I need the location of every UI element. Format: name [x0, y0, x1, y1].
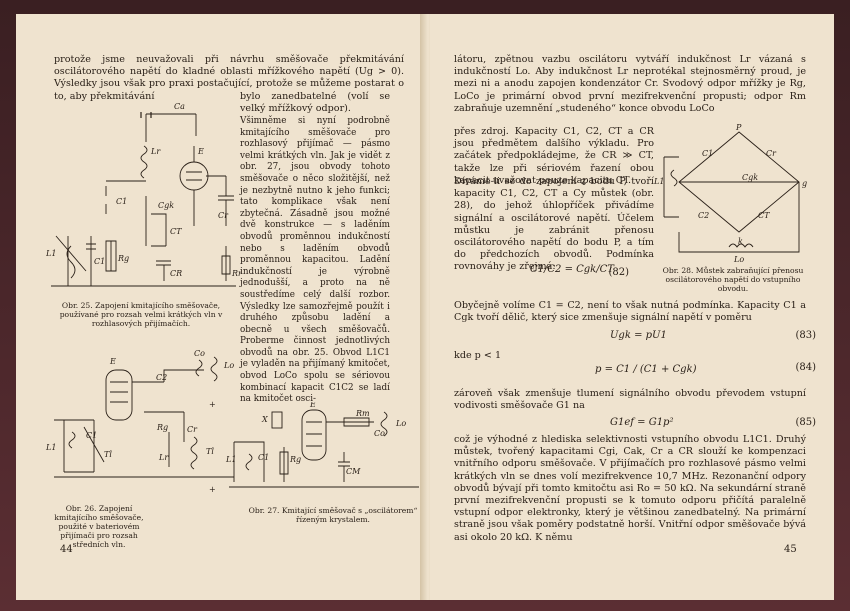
left-page: protože jsme neuvažovali při návrhu směš… [16, 14, 427, 600]
right-para3-text: Obyčejně volíme C1 = C2, není to však nu… [454, 300, 806, 324]
svg-text:L1: L1 [45, 443, 56, 452]
figure-26-caption: Obr. 26. Zapojení kmitajícího směšovače,… [54, 504, 144, 549]
svg-text:Cgk: Cgk [158, 201, 174, 210]
figure-27-schematic: X E Rm Lo Co L1 C1 Rg CM [225, 402, 419, 488]
right-para4-text: zároveň však zmenšuje tlumení signálního… [454, 388, 806, 412]
left-col2-text: Všimněme si nyní podrobně kmitajícího sm… [240, 116, 390, 405]
svg-text:P: P [735, 123, 742, 132]
equation-82: C1/C2 = Cgk/CT [530, 264, 614, 275]
svg-text:CM: CM [346, 467, 361, 476]
svg-text:Lr: Lr [150, 147, 161, 156]
svg-text:Lr: Lr [158, 453, 169, 462]
svg-text:C1: C1 [258, 453, 269, 462]
figure-25-schematic: Ca Lr E C1 Cgk Cr CT CR L1 C1 Rg Rm [46, 102, 241, 287]
svg-text:E: E [109, 357, 116, 366]
svg-text:L1: L1 [225, 455, 236, 464]
left-intro-text: protože jsme neuvažovali při návrhu směš… [54, 54, 404, 102]
svg-text:CT: CT [758, 211, 770, 220]
svg-text:CT: CT [170, 227, 182, 236]
right-para5-text: což je výhodné z hlediska selektivnosti … [454, 434, 806, 543]
svg-text:Co: Co [194, 349, 205, 358]
left-col1-text: bylo zanedbatelné (volí se velký mřížkov… [240, 91, 390, 115]
right-para2-text: Díváme-li se do zapojení z bodu P, tvoří… [454, 176, 654, 273]
svg-text:Rg: Rg [156, 423, 168, 432]
svg-text:C1: C1 [702, 149, 713, 158]
svg-text:E: E [197, 147, 204, 156]
equation-84: p = C1 / (C1 + Cgk) [595, 364, 697, 375]
svg-text:Cr: Cr [187, 425, 198, 434]
svg-text:L1: L1 [46, 249, 56, 258]
svg-text:E: E [309, 402, 316, 409]
svg-text:+: + [209, 485, 216, 494]
svg-text:C1: C1 [116, 197, 127, 206]
svg-text:C1: C1 [94, 257, 105, 266]
svg-text:Lo: Lo [733, 255, 744, 264]
right-page: látoru, zpětnou vazbu oscilátoru vytváří… [430, 14, 834, 600]
svg-text:C1: C1 [86, 431, 97, 440]
svg-text:Cr: Cr [766, 149, 777, 158]
kde-text: kde p < 1 [454, 350, 502, 361]
figure-26-schematic: E C2 Co Lo Rg Cr Tl Lr L1 C1 Tl + + [45, 349, 234, 494]
svg-text:Cr: Cr [218, 211, 229, 220]
svg-text:C2: C2 [698, 211, 709, 220]
equation-84-number: (84) [795, 362, 816, 373]
svg-text:Co: Co [374, 429, 385, 438]
figure-25-caption: Obr. 25. Zapojení kmitajícího směšovače,… [59, 301, 223, 328]
svg-text:Cgk: Cgk [742, 173, 758, 182]
svg-text:X: X [261, 415, 268, 424]
svg-text:Rm: Rm [355, 409, 370, 418]
figure-28-bridge: L1 P g k C1 Cr C2 CT Cgk Lo [654, 123, 807, 264]
figure-27-caption: Obr. 27. Kmitající směšovač s „oscilátor… [248, 506, 418, 524]
svg-text:Lo: Lo [395, 419, 406, 428]
equation-83-number: (83) [795, 330, 816, 341]
svg-text:L1: L1 [654, 177, 664, 186]
svg-text:k: k [738, 237, 743, 246]
page-number-left: 44 [60, 544, 73, 555]
equation-85-number: (85) [795, 417, 816, 428]
svg-text:Rm: Rm [231, 269, 241, 278]
equation-83: Ugk = pU1 [610, 330, 667, 341]
svg-text:Rg: Rg [289, 455, 301, 464]
svg-text:Tl: Tl [206, 447, 214, 456]
svg-text:CR: CR [170, 269, 182, 278]
svg-text:+: + [209, 400, 216, 409]
svg-text:Lo: Lo [223, 361, 234, 370]
right-para1-text: látoru, zpětnou vazbu oscilátoru vytváří… [454, 54, 806, 114]
svg-text:g: g [802, 179, 807, 188]
svg-text:Ca: Ca [174, 102, 185, 111]
equation-85: G1ef = G1p² [610, 417, 674, 428]
svg-text:C2: C2 [156, 373, 167, 382]
right-para1b-text: přes zdroj. Kapacity C1, C2, CT a CR jso… [454, 126, 654, 186]
svg-text:Rg: Rg [117, 254, 129, 263]
page-number-right: 45 [784, 544, 797, 555]
svg-text:Tl: Tl [104, 450, 112, 459]
equation-82-number: (82) [608, 267, 629, 278]
figure-28-caption: Obr. 28. Můstek zabraňující přenosu osci… [662, 266, 804, 293]
